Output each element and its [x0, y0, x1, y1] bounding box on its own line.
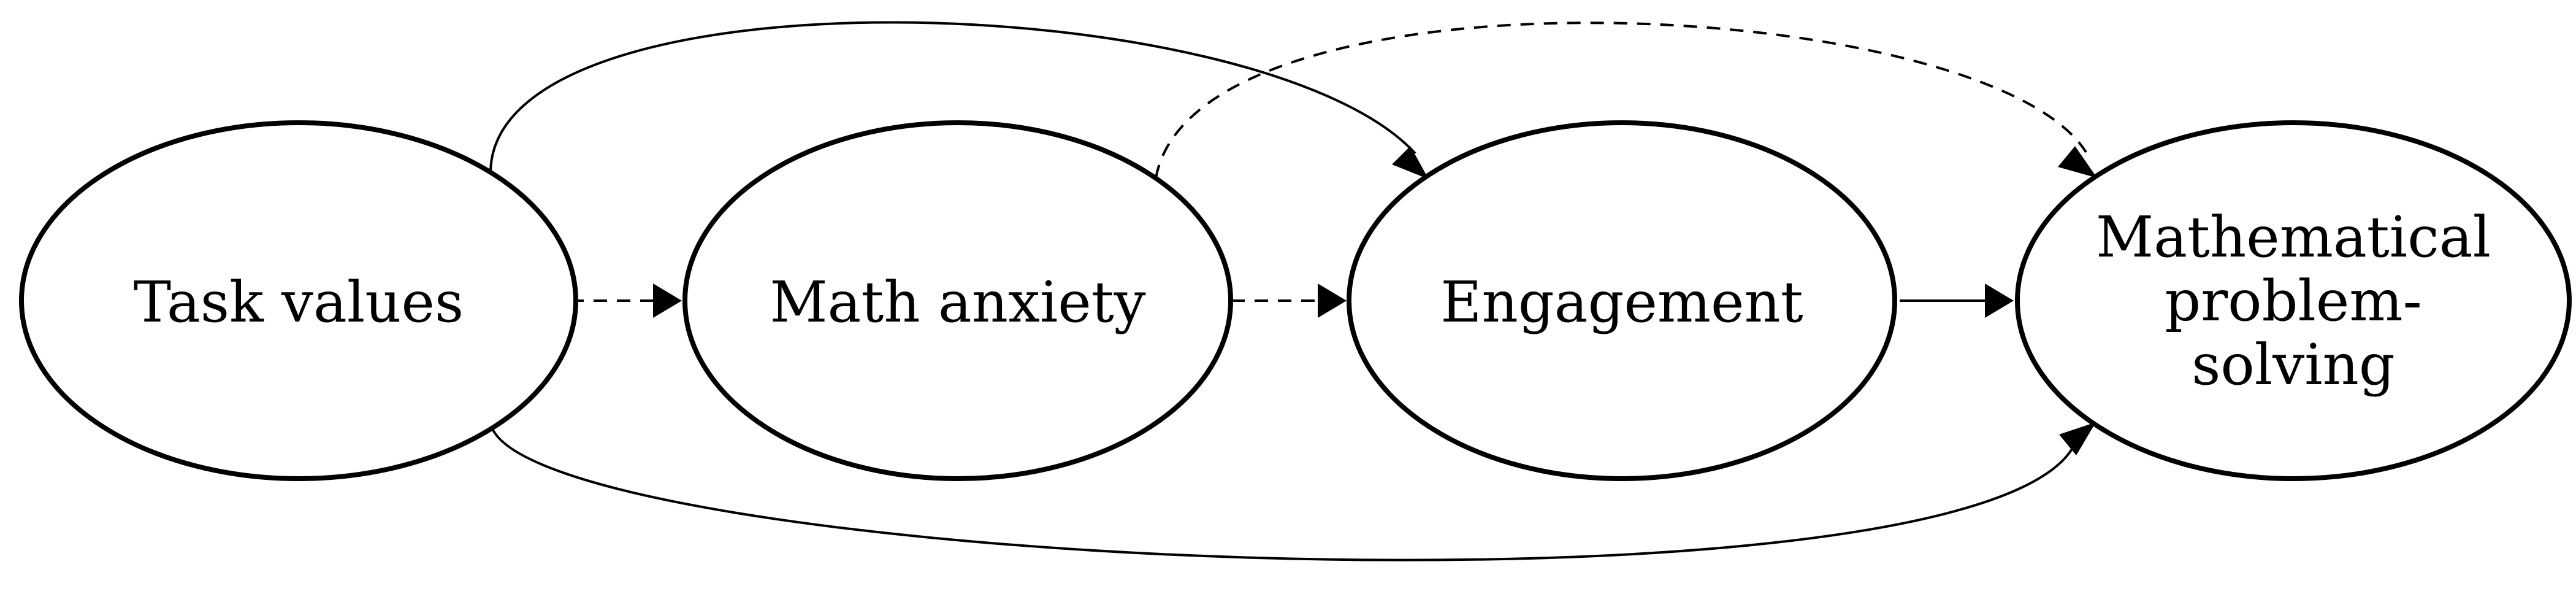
nodes-layer: Task values Math anxiety Engagement Math…	[19, 120, 2572, 481]
arrowhead	[2058, 146, 2097, 178]
node-mathematical-problem-solving: Mathematical problem- solving	[2015, 120, 2572, 481]
node-label: Engagement	[1440, 269, 1803, 335]
arrowhead	[1392, 146, 1429, 179]
node-math-anxiety: Math anxiety	[682, 120, 1233, 481]
arrowhead	[2059, 422, 2096, 455]
edges-layer	[489, 21, 2097, 561]
edge-task-values-to-engagement	[489, 21, 1416, 174]
edge-task-values-to-problem-solving	[489, 423, 2074, 561]
node-label: Math anxiety	[770, 269, 1145, 335]
arrowhead	[1985, 284, 2014, 318]
edge-math-anxiety-to-problem-solving	[1155, 21, 2087, 179]
node-task-values: Task values	[19, 120, 578, 481]
arrowhead	[653, 284, 682, 318]
arrowhead	[1318, 284, 1347, 318]
node-engagement: Engagement	[1347, 120, 1897, 481]
node-label-line-3: solving	[2192, 332, 2395, 398]
node-label-line-1: Mathematical	[2096, 204, 2491, 270]
node-label: Task values	[134, 269, 464, 335]
node-label-line-2: problem-	[2165, 268, 2421, 334]
